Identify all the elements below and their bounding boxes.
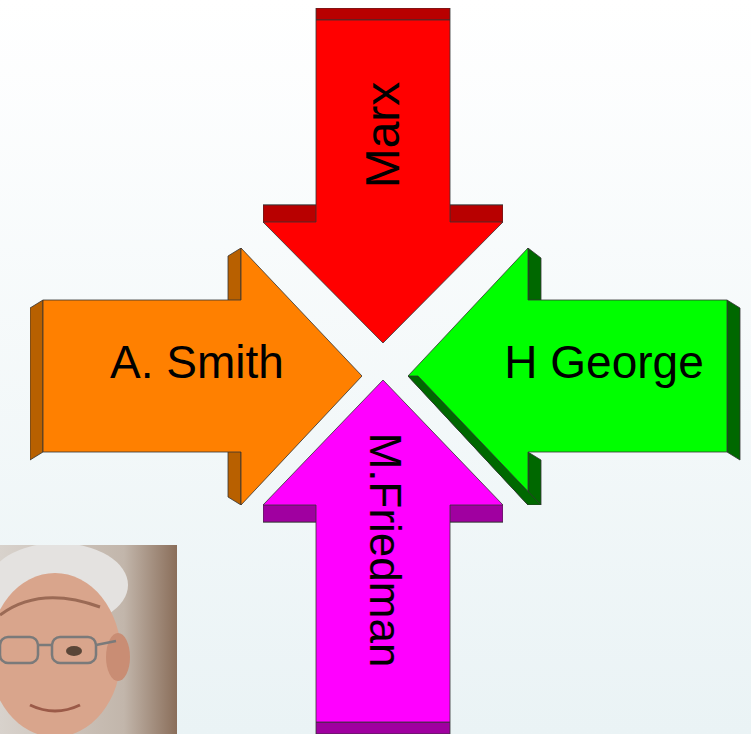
portrait-photo (0, 545, 177, 734)
arrow-label: M.Friedman (363, 433, 407, 668)
down-arrow: Marx (263, 8, 503, 343)
arrow-label: Marx (359, 82, 407, 189)
arrow-label: A. Smith (110, 339, 284, 385)
arrow-label: H George (504, 339, 703, 385)
up-arrow: M.Friedman (263, 380, 503, 734)
